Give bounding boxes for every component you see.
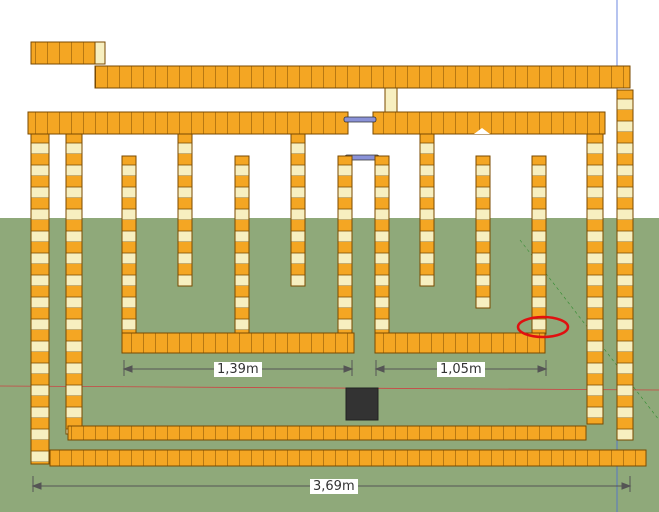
top-left-block (30, 41, 104, 65)
axis-red (0, 385, 659, 391)
ground-plane (0, 218, 659, 512)
column-1 (121, 155, 137, 335)
top-wall (94, 65, 631, 89)
dimension-2-label: 1,05m (437, 362, 485, 377)
outer-left-column (30, 133, 50, 465)
column-6 (374, 155, 390, 335)
column-5 (337, 155, 353, 335)
right-u-bottom (374, 332, 546, 354)
second-wall-left (27, 111, 349, 135)
inner-bottom-wall (67, 425, 587, 441)
top-left-block-side (94, 41, 106, 65)
sky-area (0, 0, 659, 218)
highlight-marker (516, 315, 570, 339)
notch (474, 128, 490, 134)
connector-top (343, 116, 377, 123)
column-2 (177, 133, 193, 287)
column-8 (475, 155, 491, 309)
dimension-3-label: 3,69m (310, 479, 358, 494)
right-inner-column (586, 133, 604, 425)
right-outer-column (616, 89, 634, 441)
column-4 (290, 133, 306, 287)
left-u-bottom (121, 332, 355, 354)
floor-wall (49, 449, 647, 467)
support-post (384, 87, 398, 113)
inner-left-column (65, 133, 83, 435)
dimension-1-label: 1,39m (214, 362, 262, 377)
second-wall-right (372, 111, 606, 135)
column-3 (234, 155, 250, 335)
dark-box (345, 387, 379, 421)
column-9 (531, 155, 547, 335)
column-7 (419, 133, 435, 287)
